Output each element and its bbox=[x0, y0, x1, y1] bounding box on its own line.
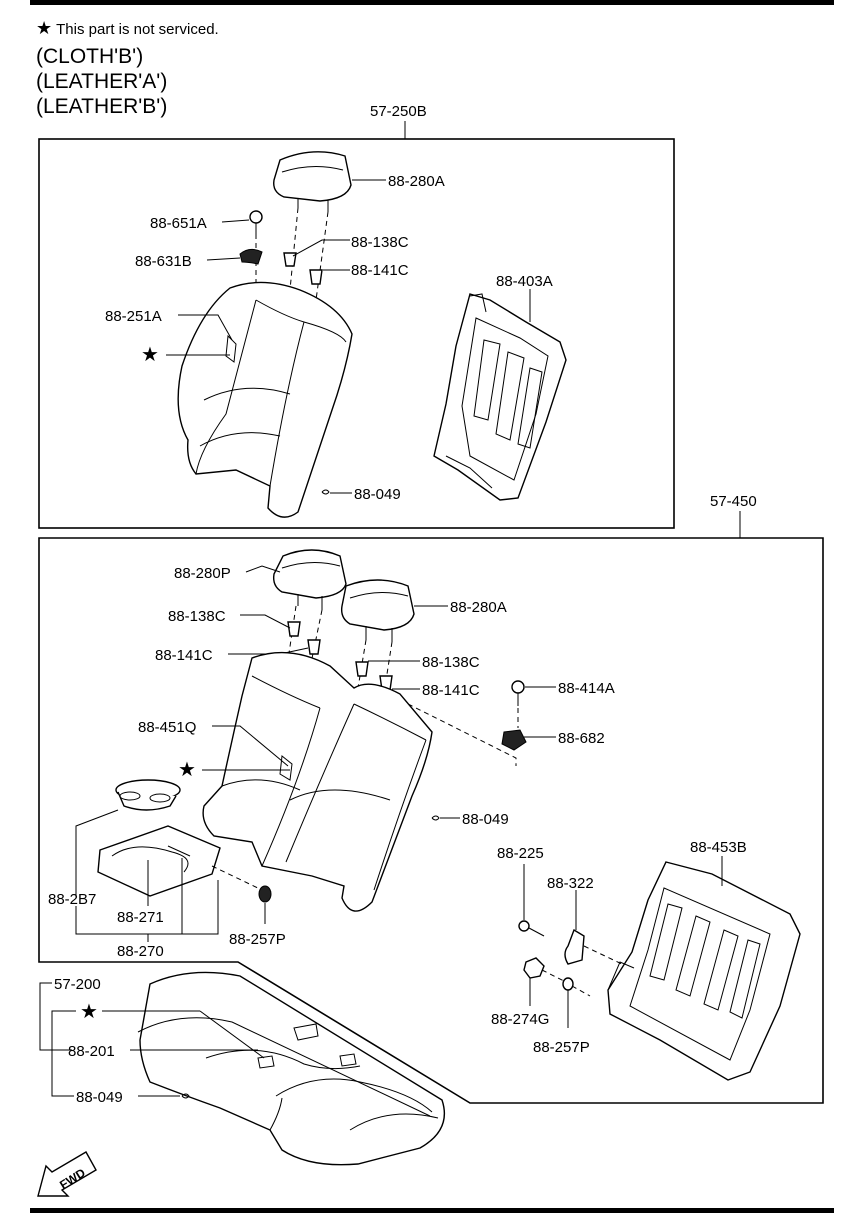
variant-item: (LEATHER'B') bbox=[36, 95, 168, 118]
top-rule bbox=[30, 0, 834, 5]
callout-88-049: 88-049 bbox=[354, 486, 401, 503]
seat-frame-lower[interactable] bbox=[607, 861, 801, 1081]
callout-88-257P-left: 88-257P bbox=[229, 931, 286, 948]
assembly-label-57-200: 57-200 bbox=[54, 976, 101, 993]
cup-holder[interactable] bbox=[115, 779, 181, 811]
lower-assembly-frame bbox=[38, 537, 824, 1104]
callout-88-403A: 88-403A bbox=[496, 273, 553, 290]
callout-88-141C-left: 88-141C bbox=[155, 647, 213, 664]
note-text: This part is not serviced. bbox=[56, 21, 219, 38]
callout-88-049-bottom: 88-049 bbox=[76, 1089, 123, 1106]
callout-88-049-mid: 88-049 bbox=[462, 811, 509, 828]
callout-88-138C-mid: 88-138C bbox=[422, 654, 480, 671]
callout-88-280A: 88-280A bbox=[388, 173, 445, 190]
armrest[interactable] bbox=[97, 825, 221, 897]
clip-icon bbox=[321, 489, 330, 495]
callout-88-280P: 88-280P bbox=[174, 565, 231, 582]
fwd-arrow-icon: FWD bbox=[37, 1151, 97, 1197]
callout-88-414A: 88-414A bbox=[558, 680, 615, 697]
latch-icon bbox=[225, 334, 237, 363]
headrest-left[interactable] bbox=[272, 549, 347, 610]
guide-icon bbox=[283, 252, 323, 285]
bottom-rule bbox=[30, 1208, 834, 1213]
star-icon: ★ bbox=[36, 18, 53, 38]
bracket-icon bbox=[564, 928, 585, 965]
callout-88-251A: 88-251A bbox=[105, 308, 162, 325]
star-marker: ★ bbox=[178, 759, 196, 781]
callout-88-138C-left: 88-138C bbox=[168, 608, 226, 625]
bolt-icon bbox=[249, 210, 263, 234]
assembly-label-57-250B: 57-250B bbox=[370, 103, 427, 120]
seat-back-upper[interactable] bbox=[177, 281, 353, 518]
callout-88-274G: 88-274G bbox=[491, 1011, 549, 1028]
callout-88-138C: 88-138C bbox=[351, 234, 409, 251]
bolt-icon bbox=[518, 920, 545, 937]
callout-88-2B7: 88-2B7 bbox=[48, 891, 96, 908]
upper-assembly-frame bbox=[38, 138, 675, 529]
plug-icon bbox=[258, 885, 272, 903]
seat-frame-upper[interactable] bbox=[433, 293, 567, 501]
callout-88-322: 88-322 bbox=[547, 875, 594, 892]
headrest-right[interactable] bbox=[340, 579, 415, 642]
nut-icon bbox=[523, 957, 545, 979]
variant-item: (LEATHER'A') bbox=[36, 70, 168, 93]
plug-icon bbox=[562, 977, 574, 991]
callout-88-225: 88-225 bbox=[497, 845, 544, 862]
callout-88-631B: 88-631B bbox=[135, 253, 192, 270]
clip-icon bbox=[431, 815, 440, 821]
clip-icon bbox=[181, 1093, 190, 1099]
callout-88-141C: 88-141C bbox=[351, 262, 409, 279]
bracket-icon bbox=[501, 729, 527, 751]
star-marker: ★ bbox=[80, 1001, 98, 1023]
latch-icon bbox=[279, 755, 293, 781]
callout-88-257P-right: 88-257P bbox=[533, 1039, 590, 1056]
bracket-icon bbox=[239, 248, 263, 265]
callout-88-271: 88-271 bbox=[117, 909, 164, 926]
not-serviced-note: ★This part is not serviced. bbox=[36, 18, 219, 39]
bolt-icon bbox=[511, 680, 525, 706]
headrest-upper[interactable] bbox=[273, 151, 352, 212]
callout-88-651A: 88-651A bbox=[150, 215, 207, 232]
assembly-label-57-450: 57-450 bbox=[710, 493, 757, 510]
callout-88-280A-mid: 88-280A bbox=[450, 599, 507, 616]
callout-88-201: 88-201 bbox=[68, 1043, 115, 1060]
callout-88-141C-mid: 88-141C bbox=[422, 682, 480, 699]
seat-back-lower[interactable] bbox=[202, 651, 433, 912]
callout-88-451Q: 88-451Q bbox=[138, 719, 196, 736]
callout-88-682: 88-682 bbox=[558, 730, 605, 747]
star-marker: ★ bbox=[141, 344, 159, 366]
callout-88-453B: 88-453B bbox=[690, 839, 747, 856]
seat-cushion[interactable] bbox=[137, 971, 446, 1166]
callout-88-270: 88-270 bbox=[117, 943, 164, 960]
variant-item: (CLOTH'B') bbox=[36, 45, 144, 68]
variant-list: (CLOTH'B') (LEATHER'A') (LEATHER'B') bbox=[36, 44, 167, 119]
